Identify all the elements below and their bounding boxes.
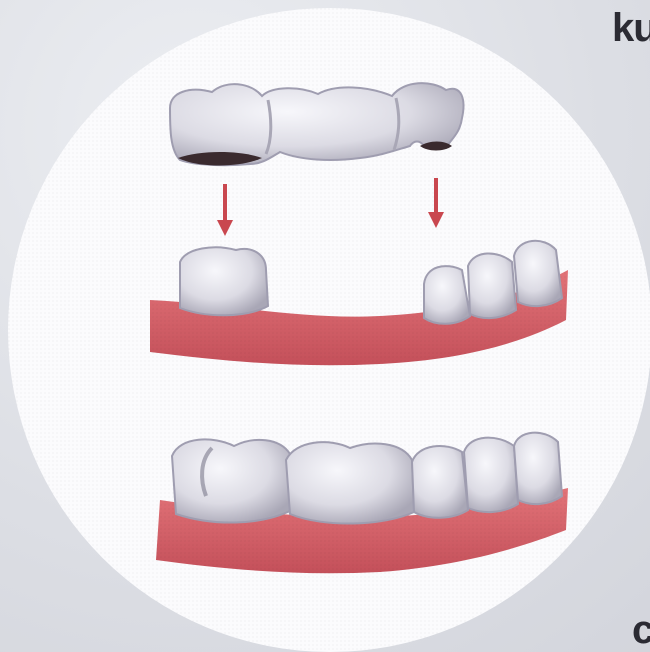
dental-bridge-illustration (0, 0, 650, 652)
page: ku c (0, 0, 650, 652)
